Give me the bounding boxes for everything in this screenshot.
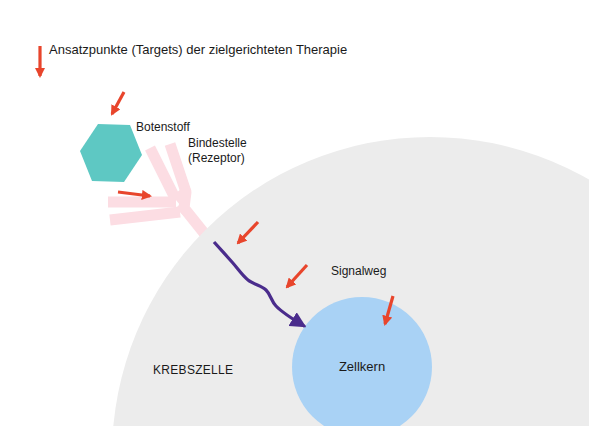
target-arrow xyxy=(287,265,307,287)
receptor-shape xyxy=(176,192,208,238)
shape-node: Botenstoff xyxy=(78,121,144,185)
text-holder: Botenstoff xyxy=(136,117,190,135)
node-label: Botenstoff xyxy=(136,120,190,135)
node-label: Zellkern xyxy=(339,359,385,375)
target-arrow xyxy=(112,92,124,114)
signal-pathway xyxy=(214,242,305,327)
node-label: Bindestelle (Rezeptor) xyxy=(188,136,260,166)
edge-label: Signalweg xyxy=(331,264,386,278)
legend-target-arrow xyxy=(38,46,41,76)
node-label: KREBSZELLE xyxy=(153,363,233,378)
receptor-shape xyxy=(170,144,186,192)
text-holder: KREBSZELLE xyxy=(153,360,233,378)
legend-entry: Ansatzpunkte (Targets) der zielgerichtet… xyxy=(49,40,347,58)
circle-shape xyxy=(112,137,589,426)
node-shape xyxy=(78,121,144,185)
legend-text: Ansatzpunkte (Targets) der zielgerichtet… xyxy=(49,42,347,57)
receptor-shape xyxy=(110,212,180,220)
text-holder: Zellkern xyxy=(292,297,432,426)
text-holder: Bindestelle (Rezeptor) xyxy=(188,136,260,166)
cell-region: KREBSZELLE Zellkern xyxy=(112,137,589,426)
cell-region: Zellkern xyxy=(292,297,432,426)
target-arrow xyxy=(118,192,150,196)
receptor-shape xyxy=(108,197,176,208)
shape-node: Bindestelle (Rezeptor) xyxy=(106,142,214,242)
text-holder: Signalweg xyxy=(331,261,386,279)
hexagon-shape xyxy=(80,124,142,182)
target-arrow xyxy=(385,296,393,324)
target-arrow xyxy=(238,222,258,243)
circle-shape xyxy=(292,297,432,426)
receptor-shape xyxy=(180,208,184,212)
